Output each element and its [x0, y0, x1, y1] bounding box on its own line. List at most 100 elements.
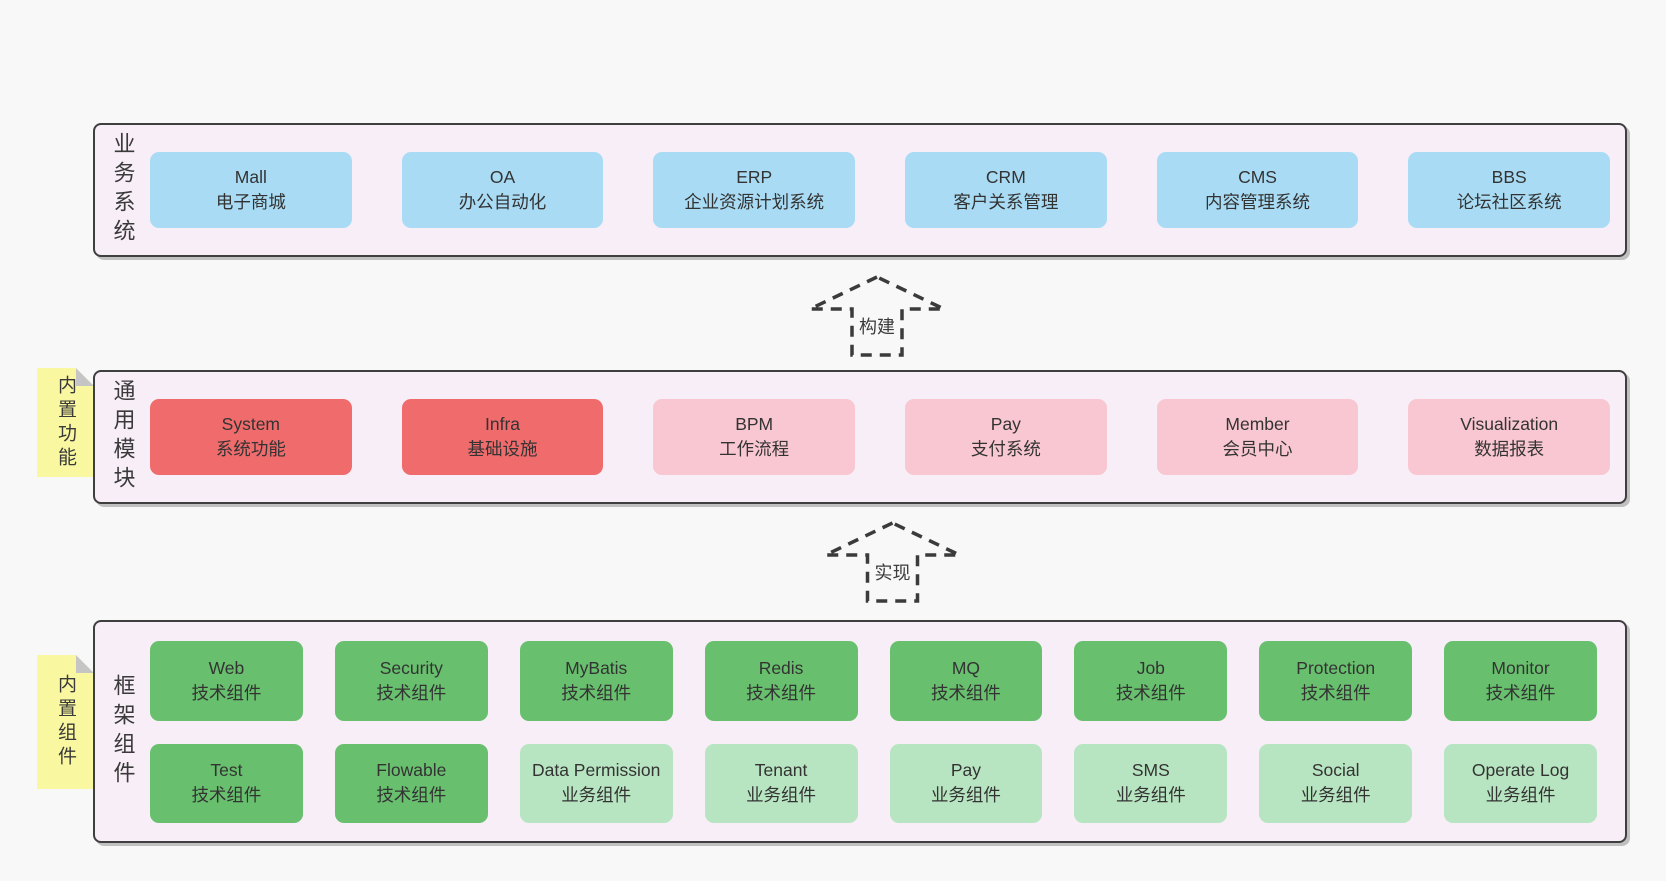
module-title: Redis [758, 657, 804, 678]
module-subtitle: 业务组件 [1485, 785, 1556, 806]
module-title: ERP [736, 167, 773, 188]
module-title: Pay [990, 414, 1021, 435]
module-subtitle: 内容管理系统 [1205, 192, 1311, 212]
dashed-up-arrow-icon [824, 521, 961, 603]
band-label-business-systems: 业务系统 [110, 132, 136, 248]
module-row: System 系统功能 Infra 基础设施 BPM 工作流程 Pay 支付系统 Member 会… [150, 399, 1611, 475]
module-title: BPM [735, 414, 774, 435]
module-title: System [221, 414, 281, 435]
arrow-build-label: 构建 [856, 313, 898, 339]
module-subtitle: 技术组件 [376, 785, 447, 806]
module-title: SMS [1131, 760, 1170, 781]
module-subtitle: 数据报表 [1474, 439, 1545, 459]
sticky-note-label: 内置功能 [55, 374, 76, 471]
module-subtitle: 会员中心 [1222, 439, 1293, 459]
module-title: MQ [951, 657, 981, 678]
band-label-framework-components: 框架组件 [110, 673, 136, 790]
module-subtitle: 业务组件 [746, 785, 817, 806]
module-subtitle: 支付系统 [970, 439, 1041, 459]
module-box-sms: SMS 业务组件 [1074, 743, 1228, 823]
module-subtitle: 业务组件 [1300, 785, 1371, 806]
band-label-common-modules: 通用模块 [110, 379, 136, 495]
module-title: Data Permission [531, 760, 661, 781]
module-subtitle: 技术组件 [376, 682, 447, 703]
module-box-web: Web 技术组件 [150, 641, 303, 721]
module-subtitle: 工作流程 [719, 439, 790, 459]
band-rows: System 系统功能 Infra 基础设施 BPM 工作流程 Pay 支付系统 Member 会… [150, 372, 1625, 502]
module-subtitle: 技术组件 [561, 682, 632, 703]
module-box-cms: CMS 内容管理系统 [1156, 152, 1359, 228]
module-box-test: Test 技术组件 [150, 743, 303, 823]
module-box-oa: OA 办公自动化 [401, 152, 604, 228]
sticky-note-builtin-features: 内置功能 [37, 368, 94, 477]
module-title: CMS [1238, 167, 1277, 188]
module-subtitle: 技术组件 [1115, 682, 1186, 703]
module-subtitle: 技术组件 [1300, 682, 1371, 703]
module-box-mybatis: MyBatis 技术组件 [519, 641, 673, 721]
module-title: Visualization [1460, 414, 1559, 435]
module-box-social: Social 业务组件 [1259, 743, 1413, 823]
module-title: Tenant [754, 760, 808, 781]
sticky-note-label: 内置组件 [55, 674, 76, 770]
module-title: Pay [950, 760, 982, 781]
module-subtitle: 业务组件 [561, 785, 632, 806]
module-subtitle: 业务组件 [930, 785, 1001, 806]
module-subtitle: 业务组件 [1115, 785, 1186, 806]
module-title: MyBatis [565, 657, 628, 678]
module-box-security: Security 技术组件 [334, 641, 488, 721]
module-box-erp: ERP 企业资源计划系统 [653, 152, 856, 228]
module-title: Mall [234, 167, 267, 188]
module-box-data-permission: Data Permission 业务组件 [519, 743, 673, 823]
module-title: Operate Log [1471, 760, 1570, 781]
module-box-redis: Redis 技术组件 [704, 641, 858, 721]
sticky-note-builtin-components: 内置组件 [37, 655, 94, 789]
module-box-crm: CRM 客户关系管理 [905, 152, 1107, 228]
module-subtitle: 企业资源计划系统 [684, 192, 825, 212]
module-box-bpm: BPM 工作流程 [653, 399, 856, 475]
arrow-build: 构建 [807, 274, 947, 358]
module-subtitle: 技术组件 [191, 682, 262, 703]
module-title: BBS [1491, 167, 1527, 188]
module-subtitle: 技术组件 [1485, 682, 1556, 703]
module-title: CRM [985, 167, 1026, 188]
module-row: Mall 电子商城 OA 办公自动化 ERP 企业资源计划系统 CRM 客户关系管理 CMS 内容… [150, 152, 1611, 228]
module-box-pay: Pay 业务组件 [889, 743, 1043, 823]
module-box-pay: Pay 支付系统 [905, 399, 1107, 475]
module-box-visualization: Visualization 数据报表 [1408, 399, 1611, 475]
module-subtitle: 办公自动化 [458, 192, 547, 212]
module-title: OA [489, 167, 516, 188]
module-box-system: System 系统功能 [150, 399, 352, 475]
module-title: Member [1225, 414, 1290, 435]
arrow-implement: 实现 [822, 520, 963, 604]
band-business-systems: 业务系统 Mall 电子商城 OA 办公自动化 ERP 企业资源计划系统 CRM 客户关系管理… [93, 123, 1627, 257]
band-common-modules: 通用模块 System 系统功能 Infra 基础设施 BPM 工作流程 Pay 支付系统 Me… [93, 370, 1627, 504]
band-rows: Mall 电子商城 OA 办公自动化 ERP 企业资源计划系统 CRM 客户关系管理 CMS 内容… [150, 125, 1625, 255]
module-title: Social [1311, 760, 1360, 781]
module-subtitle: 客户关系管理 [953, 192, 1059, 212]
module-box-job: Job 技术组件 [1074, 641, 1228, 721]
module-title: Security [379, 657, 443, 678]
dashed-up-arrow-icon [809, 275, 945, 357]
module-title: Infra [484, 414, 521, 435]
module-title: Job [1136, 657, 1165, 678]
module-subtitle: 基础设施 [467, 439, 538, 459]
module-box-operate-log: Operate Log 业务组件 [1444, 743, 1597, 823]
module-subtitle: 电子商城 [215, 192, 286, 212]
module-subtitle: 系统功能 [215, 439, 286, 459]
module-subtitle: 技术组件 [191, 785, 262, 806]
module-box-infra: Infra 基础设施 [401, 399, 604, 475]
arrow-implement-label: 实现 [871, 559, 914, 585]
module-subtitle: 技术组件 [746, 682, 817, 703]
module-title: Web [208, 657, 245, 678]
module-title: Test [210, 760, 243, 781]
